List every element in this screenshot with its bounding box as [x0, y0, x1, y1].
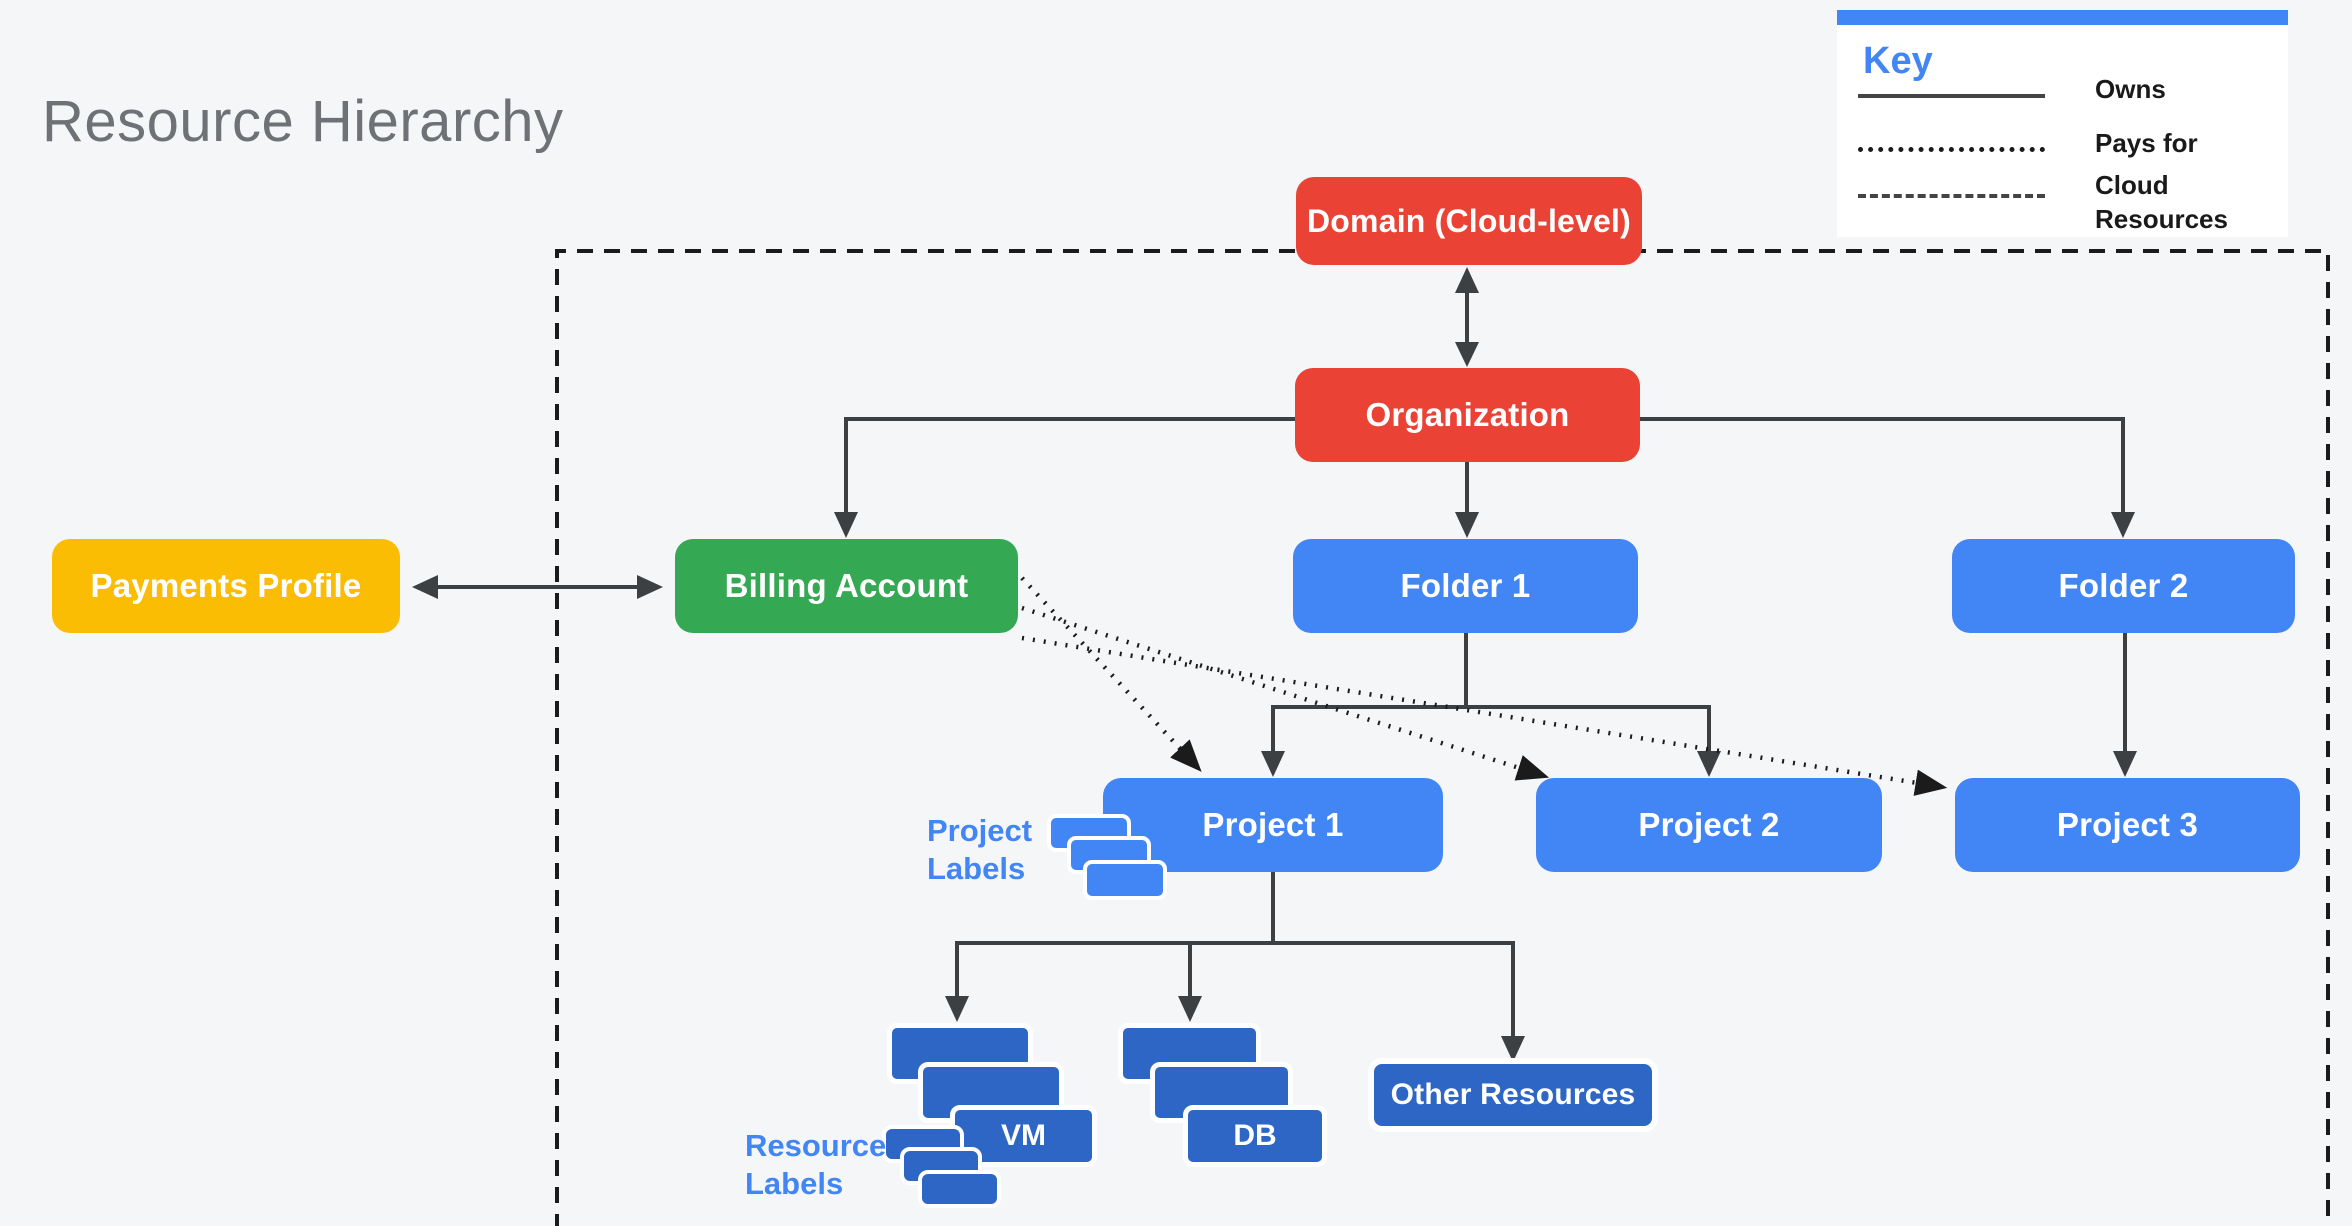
node-label: Project 2 [1638, 806, 1780, 843]
node-label: Folder 1 [1400, 567, 1531, 604]
legend-accent-bar [1837, 10, 2288, 25]
owns-arrow-folder2-project3 [2113, 633, 2137, 777]
dotted-line-swatch [1858, 147, 2045, 152]
legend-label-pays-for: Pays for [2095, 128, 2198, 158]
pays-for-lines [1020, 576, 1948, 796]
project-labels-annotation: Project Labels [927, 813, 1033, 886]
node-project-1: Project 1 [1103, 778, 1443, 872]
node-project-2: Project 2 [1536, 778, 1882, 872]
node-payments-profile: Payments Profile [52, 539, 400, 633]
legend-label-cloud-resources: Cloud Resources [2095, 170, 2228, 234]
legend-heading: Key [1863, 40, 1933, 82]
node-label: Payments Profile [90, 567, 362, 604]
node-other-resources: Other Resources [1368, 1058, 1658, 1132]
owns-tree-folder1 [1271, 633, 1711, 771]
dashed-line-swatch [1858, 194, 2045, 198]
resource-label-card [918, 1170, 1001, 1208]
legend-panel: Key Owns Pays for Cloud Resources [1837, 10, 2288, 237]
pays-for-billing-project3 [1021, 635, 1948, 796]
node-billing-account: Billing Account [675, 539, 1018, 633]
pays-for-billing-project1 [1020, 576, 1202, 772]
node-project-3: Project 3 [1955, 778, 2300, 872]
page-title: Resource Hierarchy [42, 89, 564, 154]
owns-arrowheads-folder1 [1261, 751, 1721, 777]
owns-arrowheads-project1 [945, 996, 1525, 1062]
owns-arrowheads-organization [834, 512, 2135, 538]
db-label: DB [1233, 1119, 1277, 1152]
project-label-card [1083, 860, 1167, 900]
node-label: Project 1 [1202, 806, 1344, 843]
owns-arrow-payments-billing [412, 575, 663, 599]
owns-arrow-domain-organization [1455, 267, 1479, 367]
legend-label-owns: Owns [2095, 74, 2166, 104]
solid-line-swatch [1858, 94, 2045, 98]
node-label: Billing Account [724, 567, 969, 604]
node-label: Folder 2 [2058, 567, 2189, 604]
node-domain: Domain (Cloud-level) [1296, 177, 1642, 265]
node-label: Project 3 [2056, 806, 2199, 843]
node-folder-1: Folder 1 [1293, 539, 1638, 633]
node-label: Organization [1365, 396, 1570, 433]
node-label: Other Resources [1390, 1078, 1636, 1111]
db-card-labeled: DB [1183, 1105, 1327, 1167]
vm-label: VM [1001, 1119, 1046, 1152]
node-folder-2: Folder 2 [1952, 539, 2295, 633]
node-organization: Organization [1295, 368, 1640, 462]
resource-labels-annotation: Resource Labels [745, 1128, 887, 1201]
node-label: Domain (Cloud-level) [1306, 202, 1631, 239]
